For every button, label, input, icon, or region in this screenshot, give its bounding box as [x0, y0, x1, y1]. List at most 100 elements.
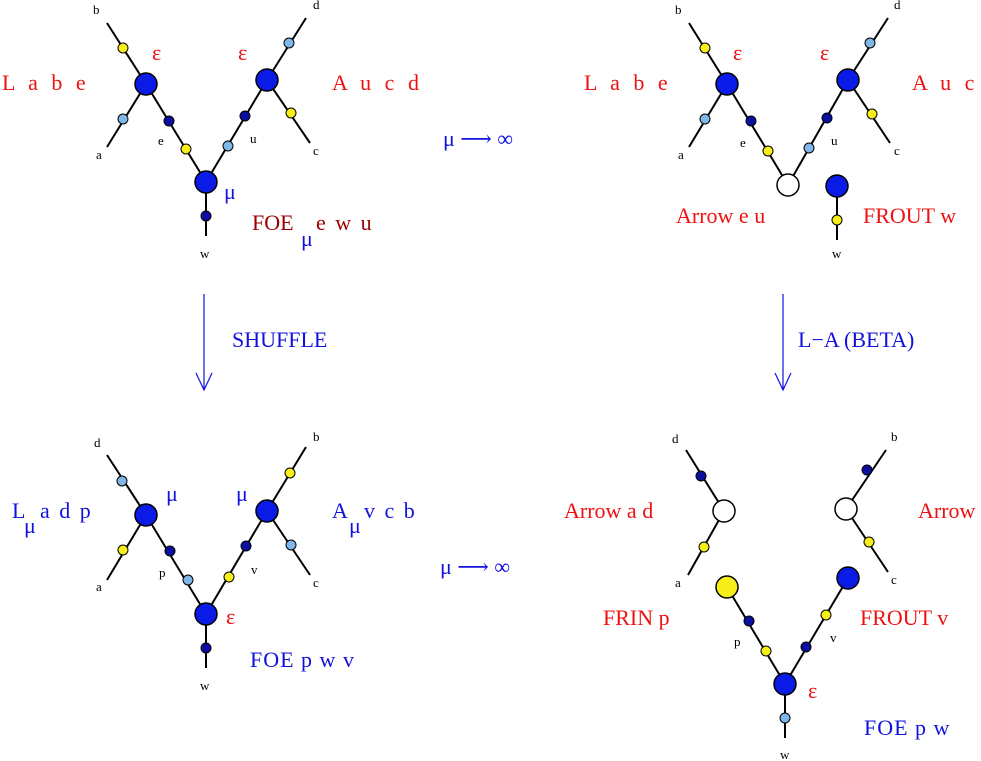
edge [266, 446, 307, 512]
leaf-label: d [94, 435, 101, 450]
small-node [117, 113, 129, 125]
mu-label: μ [224, 179, 236, 204]
small-node [861, 464, 873, 476]
big-node [134, 72, 158, 96]
small-node [820, 609, 832, 621]
limit-label: μ ⟶ ∞ [443, 126, 513, 151]
apply-label: A u c d [332, 70, 423, 95]
frout-node [825, 174, 849, 198]
small-node [699, 42, 711, 54]
foe-label: FOE [252, 210, 294, 235]
leaf-label: a [675, 575, 681, 590]
small-node [864, 37, 876, 49]
big-node [134, 503, 158, 527]
big-node [773, 672, 797, 696]
leaf-label: u [250, 131, 257, 146]
epsilon-label: ε [152, 40, 161, 65]
leaf-label: a [96, 579, 102, 594]
arrow-label: Arrow e u [676, 203, 765, 228]
small-node [284, 467, 296, 479]
panel-top-right: b d a c e u w L a b e A u c ε ε Arrow e … [584, 0, 978, 261]
leaf-label: d [672, 431, 679, 446]
leaf-label: e [740, 135, 746, 150]
big-node [255, 499, 279, 523]
arrow-head [774, 372, 792, 392]
edge [106, 454, 147, 516]
small-node [866, 108, 878, 120]
small-node [762, 145, 774, 157]
big-node [715, 72, 739, 96]
leaf-label: w [200, 246, 210, 261]
apply-subscript: μ [349, 513, 361, 538]
big-node [194, 170, 218, 194]
apply-label: A [332, 498, 348, 523]
frout-node [836, 566, 860, 590]
panel-top-left: b d a c e u w L a b e A u c d ε ε μ FOE … [2, 0, 423, 261]
epsilon-label: ε [808, 678, 817, 703]
small-node [863, 536, 875, 548]
foe-args: e w u [316, 210, 374, 235]
small-node [182, 574, 194, 586]
small-node [803, 142, 815, 154]
epsilon-label: ε [226, 604, 235, 629]
epsilon-label: ε [820, 40, 829, 65]
big-node [836, 68, 860, 92]
small-node [283, 37, 295, 49]
edge [726, 586, 786, 685]
edge [784, 577, 849, 685]
la-beta-arrow: L−A (BETA) [774, 294, 914, 392]
edge [266, 17, 307, 81]
edge [688, 22, 728, 85]
small-node [116, 475, 128, 487]
edge [106, 22, 147, 85]
small-node [698, 541, 710, 553]
panel-bottom-left: d b a c p v w L μ a d p A μ v c b μ μ ε … [12, 429, 415, 693]
epsilon-label: ε [733, 40, 742, 65]
leaf-label: c [313, 143, 319, 158]
leaf-label: b [313, 429, 320, 444]
leaf-label: b [891, 429, 898, 444]
leaf-label: p [734, 634, 741, 649]
lambda-args: a d p [40, 498, 93, 523]
arrow-label: Arrow a d [564, 498, 653, 523]
leaf-label: v [830, 630, 837, 645]
shuffle-arrow: SHUFFLE [195, 294, 327, 392]
small-node [779, 712, 791, 724]
edge [145, 83, 207, 183]
small-node [117, 42, 129, 54]
small-node [285, 107, 297, 119]
edge [685, 449, 725, 512]
small-node [760, 645, 772, 657]
mu-label: μ [166, 481, 178, 506]
edge [726, 83, 789, 186]
small-node [200, 642, 212, 654]
edge [847, 17, 889, 81]
small-node [200, 210, 212, 222]
edge [205, 79, 268, 183]
limit-label: μ ⟶ ∞ [440, 554, 510, 579]
leaf-label: d [894, 0, 901, 12]
small-node [180, 143, 192, 155]
small-node [831, 214, 843, 226]
frout-label: FROUT v [860, 605, 948, 630]
foe-label: FOE p w [864, 715, 950, 740]
panel-bottom-right: d b a c p v w Arrow a d Arrow FRIN p FRO… [564, 429, 976, 761]
lambda-label: L a b e [584, 70, 672, 95]
leaf-label: w [780, 747, 790, 761]
mu-label: μ [236, 481, 248, 506]
foe-label: FOE p w v [250, 647, 355, 672]
big-node [255, 68, 279, 92]
apply-label: A u c [912, 70, 978, 95]
small-node [745, 115, 757, 127]
big-node [194, 602, 218, 626]
small-node [743, 615, 755, 627]
lambda-subscript: μ [24, 513, 36, 538]
arrow-node [834, 497, 858, 521]
shuffle-label: SHUFFLE [232, 327, 327, 352]
arrow-head [195, 372, 213, 392]
arrow-node [712, 499, 736, 523]
leaf-label: b [93, 2, 100, 17]
small-node [117, 544, 129, 556]
small-node [240, 540, 252, 552]
